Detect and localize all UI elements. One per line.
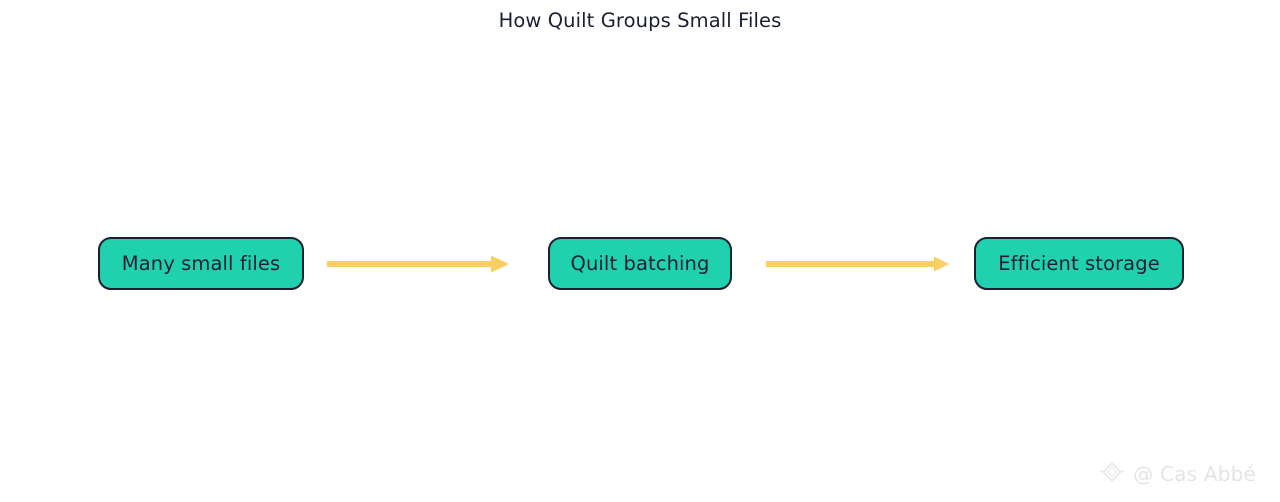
diamond-sparkle-icon	[1098, 458, 1126, 490]
flow-arrow-right-icon	[327, 251, 509, 277]
flow-arrow-right-icon	[766, 251, 949, 277]
flow-node-label: Efficient storage	[998, 251, 1160, 275]
watermark: @ Cas Abbé	[1098, 458, 1256, 490]
flow-node-many-small-files[interactable]: Many small files	[98, 237, 304, 290]
flow-node-quilt-batching[interactable]: Quilt batching	[548, 237, 732, 290]
page-title: How Quilt Groups Small Files	[498, 9, 782, 32]
flow-node-label: Quilt batching	[570, 251, 710, 275]
flow-node-label: Many small files	[121, 251, 281, 275]
flow-node-efficient-storage[interactable]: Efficient storage	[974, 237, 1184, 290]
watermark-handle: @ Cas Abbé	[1133, 462, 1256, 486]
